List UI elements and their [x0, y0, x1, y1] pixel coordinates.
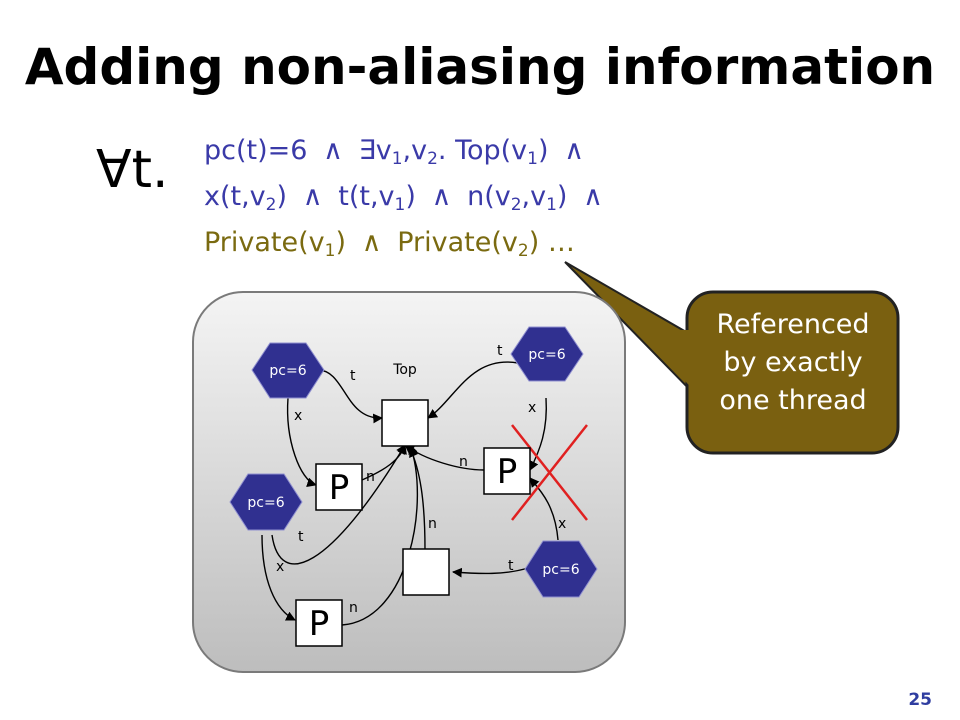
- edge-label-n: n: [459, 454, 468, 470]
- and-symbol: ∧: [323, 135, 343, 166]
- object-p-3: P: [295, 599, 343, 647]
- object-node: [295, 599, 343, 647]
- callout-line: one thread: [719, 385, 867, 416]
- subscript: 2: [517, 241, 529, 261]
- edge-n: [409, 447, 426, 551]
- thread-label: pc=6: [247, 495, 284, 511]
- object-node: [315, 463, 363, 511]
- thread-node-4: pc=6: [524, 540, 598, 598]
- subscript: 1: [324, 241, 336, 261]
- thread-node-1: pc=6: [251, 342, 325, 399]
- thread-hexagon: [524, 540, 598, 598]
- edge-label-n: n: [366, 469, 375, 485]
- formula-pc-term: pc(t)=6: [204, 135, 308, 166]
- edge-label-n: n: [428, 516, 437, 532]
- callout-text: Referenced by exactly one thread: [690, 306, 896, 420]
- formula-text: x(t,v: [204, 181, 266, 212]
- object-p-2: P: [483, 447, 531, 495]
- formula-text: ): [335, 227, 347, 258]
- formula-text: ): [405, 181, 416, 212]
- subscript: 2: [510, 195, 522, 215]
- formula-text: ): [537, 135, 549, 166]
- and-symbol: ∧: [302, 181, 323, 212]
- and-symbol: ∧: [583, 181, 603, 212]
- subscript: 2: [265, 195, 277, 215]
- top-node: [381, 399, 429, 447]
- callout-line: Referenced: [716, 309, 870, 340]
- formula-line-1: pc(t)=6 ∧ ∃v1,v2. Top(v1) ∧: [204, 128, 904, 174]
- thread-label: pc=6: [542, 562, 579, 578]
- top-label: Top: [392, 362, 417, 378]
- subscript: 1: [527, 149, 538, 169]
- edge-t: [452, 567, 529, 578]
- edge-t-top: [271, 444, 406, 565]
- subscript: 1: [394, 195, 406, 215]
- subscript: 2: [427, 149, 438, 169]
- object-node: [483, 447, 531, 495]
- cross-mark: [511, 424, 588, 521]
- cross-line: [511, 424, 588, 521]
- formula-text: t(t,v: [338, 181, 395, 212]
- and-symbol: ∧: [564, 135, 584, 166]
- callout-pointer-join: [640, 330, 702, 400]
- page-number: 25: [908, 690, 932, 710]
- edge-label-x: x: [294, 408, 302, 424]
- formula-text: n(v: [467, 181, 511, 212]
- edge-t-top: [427, 361, 519, 419]
- object-p-1: P: [315, 463, 363, 511]
- formula-line-3: Private(v1) ∧ Private(v2) …: [204, 220, 904, 266]
- edge-t-top: [317, 369, 383, 424]
- and-symbol: ∧: [431, 181, 452, 212]
- callout-line: by exactly: [723, 347, 863, 378]
- thread-label: pc=6: [269, 363, 306, 379]
- edge-label-t: t: [298, 529, 304, 545]
- formula-text: ) …: [528, 227, 575, 258]
- subscript: 1: [546, 195, 557, 215]
- object-node: [402, 548, 450, 596]
- formula-text: ): [276, 181, 288, 212]
- formula-text: . Top(v: [437, 135, 528, 166]
- formula-text: Private(v: [204, 227, 325, 258]
- thread-hexagon: [510, 326, 584, 382]
- edges: [261, 361, 559, 626]
- slide-title: Adding non-aliasing information: [24, 38, 936, 96]
- object-label: P: [309, 604, 330, 644]
- formula-text: v: [375, 135, 392, 166]
- edge-x-p: [529, 397, 548, 471]
- edge-label-t: t: [508, 558, 514, 574]
- thread-label: pc=6: [528, 347, 565, 363]
- edge-label-x: x: [558, 516, 566, 532]
- formula-text: ,v: [521, 181, 547, 212]
- formula-text: Private(v: [397, 227, 518, 258]
- subscript: 1: [391, 149, 403, 169]
- thread-node-2: pc=6: [510, 326, 584, 382]
- formula-text: ,v: [402, 135, 428, 166]
- object-label: P: [329, 468, 350, 508]
- edge-x-p: [286, 397, 317, 488]
- formula-text: ): [556, 181, 568, 212]
- formula: pc(t)=6 ∧ ∃v1,v2. Top(v1) ∧ x(t,v2) ∧ t(…: [204, 128, 904, 266]
- edge-label-x: x: [528, 400, 536, 416]
- exists-symbol: ∃: [358, 135, 376, 166]
- forall-quantifier: ∀t.: [96, 140, 169, 200]
- callout-bubble: [564, 261, 900, 455]
- edge-label-t: t: [350, 368, 356, 384]
- and-symbol: ∧: [361, 227, 382, 258]
- edge-x-p: [261, 534, 296, 621]
- thread-node-3: pc=6: [229, 473, 303, 531]
- edge-label-x: x: [276, 559, 284, 575]
- edge-label-t: t: [497, 343, 503, 359]
- thread-hexagon: [229, 473, 303, 531]
- formula-line-2: x(t,v2) ∧ t(t,v1) ∧ n(v2,v1) ∧: [204, 174, 904, 220]
- edge-x-p: [529, 477, 559, 541]
- edge-label-n: n: [349, 600, 358, 616]
- thread-hexagon: [251, 342, 325, 399]
- object-label: P: [497, 452, 518, 492]
